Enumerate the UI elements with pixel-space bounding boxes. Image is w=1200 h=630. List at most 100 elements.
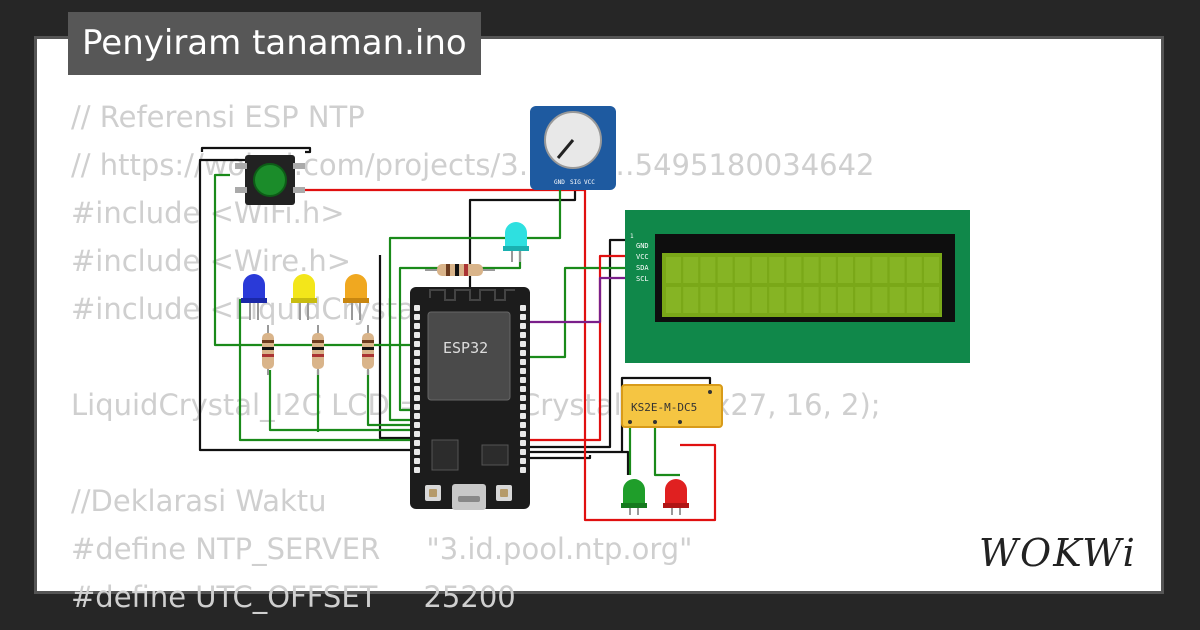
relay-label: KS2E-M-DC5 <box>631 401 697 414</box>
header-pin <box>414 404 420 410</box>
esp32-board: ESP32 <box>410 287 530 510</box>
header-pin <box>414 413 420 419</box>
header-pin <box>414 368 420 374</box>
resistor-icon <box>262 325 274 375</box>
header-pin <box>414 395 420 401</box>
pot-pin-gnd: GND <box>554 179 565 186</box>
header-pin <box>520 341 526 347</box>
pushbutton-icon <box>235 155 305 205</box>
header-pin <box>520 449 526 455</box>
lcd-char-cell <box>855 287 871 313</box>
lcd-char-cell <box>717 287 733 313</box>
header-pin <box>520 368 526 374</box>
lcd-char-cell <box>803 287 819 313</box>
lcd-char-cell <box>906 287 922 313</box>
header-pin <box>414 314 420 320</box>
lcd-char-cell <box>889 257 905 283</box>
lcd-char-cell <box>666 257 681 283</box>
led-icon <box>503 222 529 262</box>
pot-pin-vcc: VCC <box>584 179 595 186</box>
wokwi-logo: WOKWi <box>979 531 1137 575</box>
led-icon <box>241 274 267 320</box>
lcd-pin-sda: SDA <box>636 264 649 272</box>
header-pin <box>414 305 420 311</box>
header-pin <box>414 332 420 338</box>
header-pin <box>414 467 420 473</box>
project-title: Penyiram tanaman.ino <box>68 12 481 75</box>
lcd-char-cell <box>666 287 681 313</box>
lcd-char-cell <box>683 287 699 313</box>
header-pin <box>520 386 526 392</box>
header-pin <box>520 467 526 473</box>
lcd-pin-gnd: GND <box>636 242 649 250</box>
lcd-char-cell <box>820 257 836 283</box>
led-icon <box>343 274 369 320</box>
lcd-char-cell <box>786 287 802 313</box>
mcu-label: ESP32 <box>443 339 488 357</box>
lcd-char-cell <box>838 257 853 283</box>
header-pin <box>414 386 420 392</box>
svg-text:1: 1 <box>630 233 634 240</box>
led-icon <box>663 479 689 515</box>
lcd-char-cell <box>889 287 905 313</box>
lcd-char-cell <box>924 257 939 283</box>
header-pin <box>414 431 420 437</box>
header-pin <box>414 449 420 455</box>
header-pin <box>520 431 526 437</box>
header-pin <box>414 350 420 356</box>
lcd-char-cell <box>855 257 871 283</box>
lcd-char-cell <box>924 287 939 313</box>
lcd-char-cell <box>786 257 802 283</box>
lcd-display: 1 GND VCC SDA SCL <box>625 210 970 363</box>
lcd-char-cell <box>752 257 767 283</box>
header-pin <box>520 404 526 410</box>
lcd-char-cell <box>769 287 785 313</box>
lcd-char-cell <box>803 257 819 283</box>
relay-module: KS2E-M-DC5 <box>621 384 723 428</box>
lcd-char-cell <box>872 287 888 313</box>
lcd-char-cell <box>700 287 716 313</box>
header-pin <box>414 377 420 383</box>
svg-text:WOKWi: WOKWi <box>979 531 1137 575</box>
resistor-icon <box>362 325 374 375</box>
header-pin <box>520 413 526 419</box>
header-pin <box>520 305 526 311</box>
lcd-char-cell <box>752 287 767 313</box>
header-pin <box>520 440 526 446</box>
header-pin <box>520 323 526 329</box>
lcd-pin-scl: SCL <box>636 275 649 283</box>
header-pin <box>414 458 420 464</box>
lcd-char-cell <box>717 257 733 283</box>
header-pin <box>520 359 526 365</box>
lcd-pin-vcc: VCC <box>636 253 649 261</box>
potentiometer-icon: GND SIG VCC <box>530 106 616 190</box>
lcd-char-cell <box>734 287 750 313</box>
header-pin <box>520 350 526 356</box>
lcd-char-cell <box>734 257 750 283</box>
resistor-icon <box>425 264 495 276</box>
led-icon <box>291 274 317 320</box>
header-pin <box>520 314 526 320</box>
header-pin <box>414 341 420 347</box>
lcd-char-cell <box>838 287 853 313</box>
resistor-icon <box>312 325 324 375</box>
wire-purple <box>522 276 630 324</box>
header-pin <box>520 458 526 464</box>
header-pin <box>414 323 420 329</box>
led-icon <box>621 479 647 515</box>
header-pin <box>414 422 420 428</box>
lcd-char-cell <box>700 257 716 283</box>
header-pin <box>520 332 526 338</box>
header-pin <box>520 377 526 383</box>
lcd-char-cell <box>906 257 922 283</box>
wire-black <box>198 158 415 452</box>
header-pin <box>414 440 420 446</box>
header-pin <box>414 359 420 365</box>
lcd-char-cell <box>820 287 836 313</box>
lcd-char-cell <box>769 257 785 283</box>
header-pin <box>520 395 526 401</box>
header-pin <box>520 422 526 428</box>
lcd-char-cell <box>872 257 888 283</box>
pot-pin-sig: SIG <box>570 179 581 186</box>
